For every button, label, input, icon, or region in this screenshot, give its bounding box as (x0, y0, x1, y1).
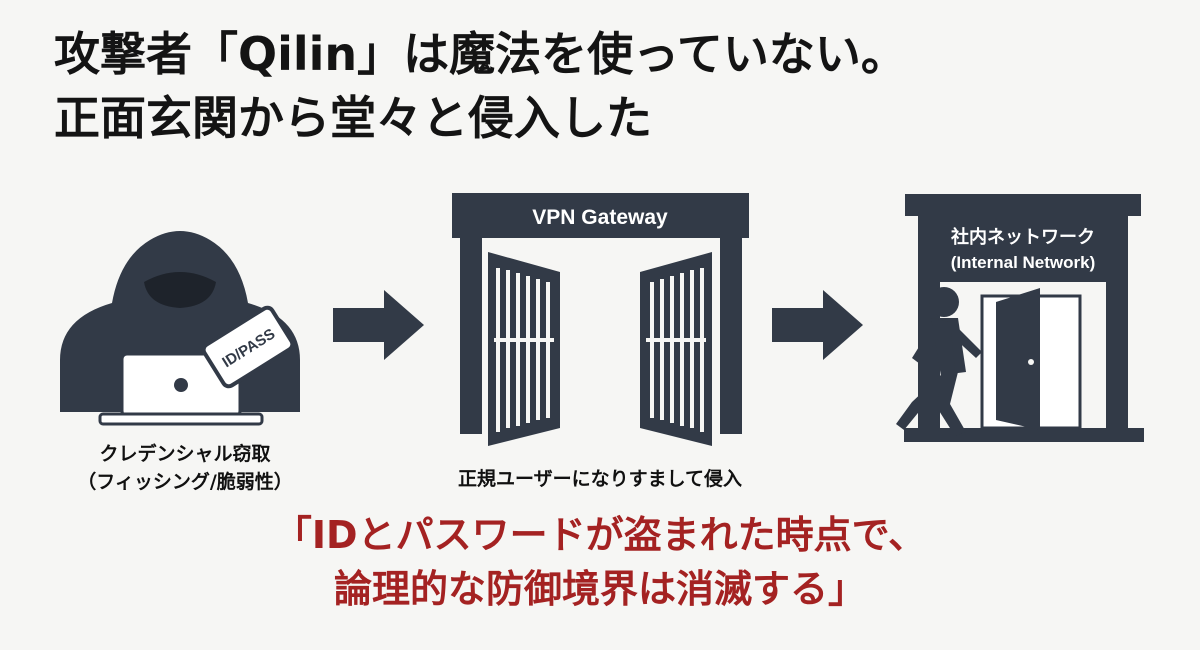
id-pass-card-icon: ID/PASS (201, 305, 295, 389)
network-title-line-2: (Internal Network) (951, 253, 1096, 272)
headline-line-2: 正面玄関から堂々と侵入した (54, 91, 652, 145)
network-title-line-1: 社内ネットワーク (951, 226, 1095, 248)
headline-line-1: 攻撃者「Qilin」は魔法を使っていない。 (54, 27, 907, 81)
gateway-title-bar (452, 193, 749, 238)
quote-line-1: 「IDとパスワードが盗まれた時点で、 (273, 513, 927, 557)
attacker-caption-line-1: クレデンシャル窃取 (99, 443, 271, 465)
headline: 攻撃者「Qilin」は魔法を使っていない。 正面玄関から堂々と侵入した (54, 22, 1174, 150)
open-door-icon (980, 288, 1082, 430)
arrow-right-icon (333, 290, 424, 360)
key-message-quote: 「IDとパスワードが盗まれた時点で、 論理的な防御境界は消滅する」 (0, 508, 1200, 616)
gateway-caption: 正規ユーザーになりすまして侵入 (457, 468, 743, 490)
walking-intruder-icon (896, 287, 982, 436)
attacker-caption-line-2: （フィッシング/脆弱性） (77, 471, 293, 493)
laptop-icon (98, 352, 264, 426)
attacker-caption: クレデンシャル窃取 （フィッシング/脆弱性） (40, 440, 330, 496)
quote-line-2: 論理的な防御境界は消滅する」 (333, 567, 866, 611)
gateway-title: VPN Gateway (532, 206, 668, 229)
vpn-gate-icon: VPN Gateway (452, 193, 749, 446)
arrow-right-icon (772, 290, 863, 360)
